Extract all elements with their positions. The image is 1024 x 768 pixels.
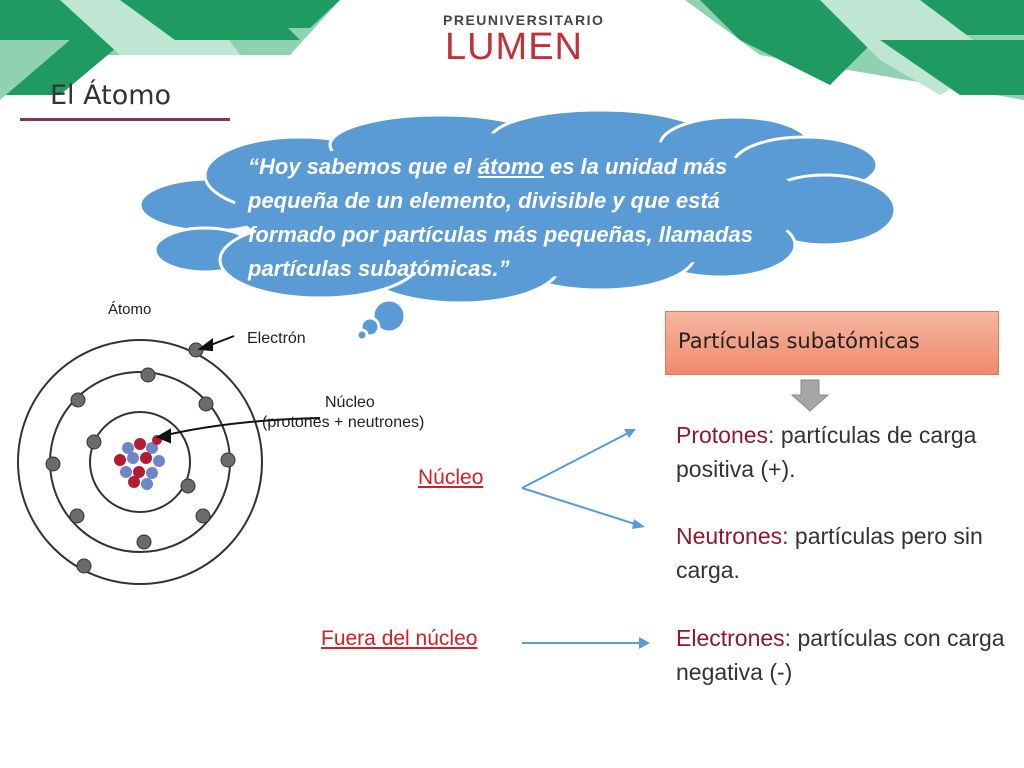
logo-subtitle: PREUNIVERSITARIO (443, 12, 605, 28)
nucleo-link[interactable]: Núcleo (418, 466, 484, 489)
electrones-description: Electrones: partículas con carga negativ… (676, 621, 1006, 689)
nucleo-arrows (521, 431, 643, 644)
atom-label: Átomo (108, 301, 152, 318)
electrons (45, 342, 236, 574)
page-title: El Átomo (50, 80, 172, 111)
subatomic-title: Partículas subatómicas (678, 329, 920, 353)
title-underline (20, 118, 230, 121)
arrowheads (624, 429, 650, 649)
protones-text: partículas de carga positiva (+). (676, 422, 977, 482)
nucleus-label: Núcleo (325, 394, 375, 411)
top-left-green-banner (0, 0, 340, 100)
nucleus-detail: (protones + neutrones) (262, 414, 425, 431)
protones-description: Protones: partículas de carga positiva (… (676, 418, 1006, 486)
nucleus-cluster (113, 433, 167, 490)
electrones-term: Electrones: (676, 625, 792, 651)
quote-rest: es la unidad más pequeña de un elemento,… (248, 154, 753, 281)
diagram-pointers (155, 335, 321, 444)
subatomic-title-box: Partículas subatómicas (665, 311, 999, 375)
neutrones-term: Neutrones: (676, 523, 789, 549)
logo-wordmark: LUMEN (444, 26, 584, 68)
electrones-text: partículas con carga negativa (-) (676, 625, 1005, 685)
down-arrow-icon (790, 379, 830, 412)
quote-intro: “Hoy sabemos que el (248, 154, 478, 179)
fuera-nucleo-link[interactable]: Fuera del núcleo (321, 627, 478, 650)
thought-quote: “Hoy sabemos que el átomo es la unidad m… (248, 150, 808, 286)
neutrones-description: Neutrones: partículas pero sin carga. (676, 519, 1006, 587)
protones-term: Protones: (676, 422, 775, 448)
quote-link-atomo[interactable]: átomo (477, 154, 544, 179)
electron-label: Electrón (247, 330, 306, 347)
neutrones-text: partículas pero sin carga. (676, 523, 983, 583)
thought-cloud (138, 108, 897, 342)
top-right-green-banner (685, 0, 1024, 100)
